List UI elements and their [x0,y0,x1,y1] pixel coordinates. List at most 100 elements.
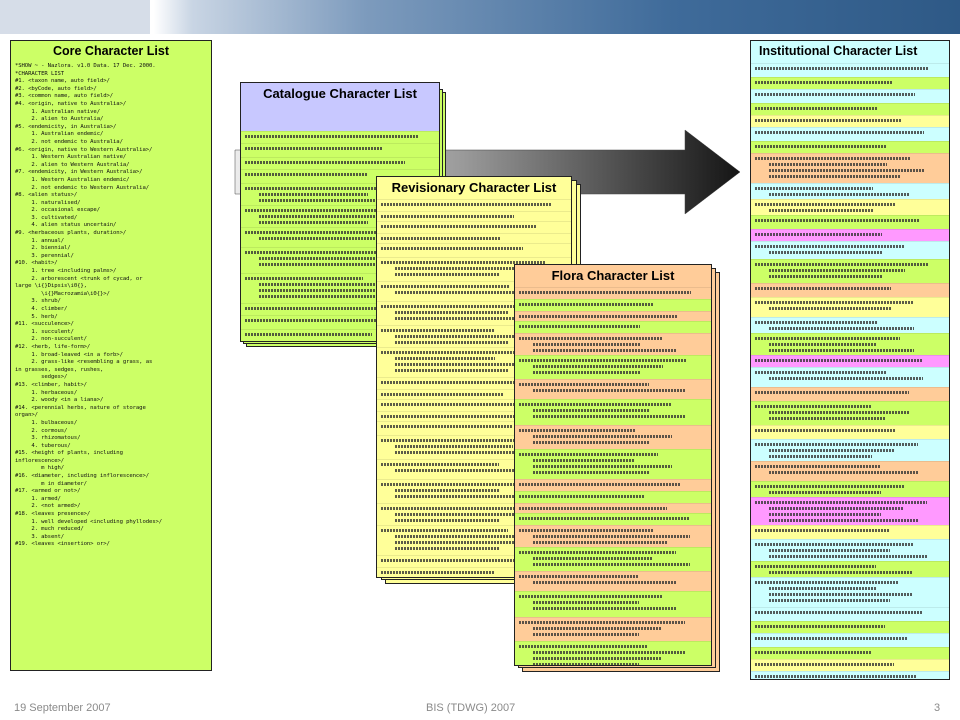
list-row [751,229,949,241]
row-glyph [533,657,662,660]
row-glyph [259,295,414,298]
core-line: 1. annual/ [15,237,65,244]
row-glyph [395,267,523,270]
row-glyph [755,675,917,678]
row-glyph [381,381,541,384]
list-row [515,571,711,591]
row-glyph [381,439,536,442]
row-glyph [769,175,901,178]
row-glyph [533,371,640,374]
row-glyph [245,147,382,150]
list-row [377,211,571,221]
footer-page-number: 3 [934,702,941,714]
row-glyph [755,501,927,504]
core-line: *SHOW ~ - Nazlora. v1.0 Data. 17 Dec. 20… [15,63,156,69]
row-glyph [533,535,690,538]
row-glyph [755,371,886,374]
row-glyph [755,391,909,394]
row-glyph [381,529,508,532]
list-row [751,525,949,539]
row-glyph [769,251,882,254]
core-line: 5. herb/ [15,313,58,320]
row-glyph [395,445,513,448]
core-line: sedges>/ [15,374,68,381]
core-line: 4. tuberous/ [15,442,71,449]
row-glyph [769,307,891,310]
list-row [751,333,949,355]
row-glyph [755,203,896,206]
row-glyph [755,67,929,70]
top-banner [0,0,960,34]
list-row [515,525,711,547]
core-line: *CHARACTER LIST [15,70,65,77]
row-glyph [381,403,527,406]
list-row [751,241,949,259]
row-glyph [755,543,913,546]
row-glyph [533,663,639,665]
row-glyph [245,135,419,138]
row-glyph [381,305,532,308]
row-glyph [755,611,922,614]
row-glyph [769,555,927,558]
footer-event: BIS (TDWG) 2007 [426,702,516,714]
row-glyph [769,417,886,420]
core-line: #15. <height of plants, including [15,450,123,457]
row-glyph [245,333,372,336]
row-glyph [395,335,532,338]
row-glyph [533,563,690,566]
row-glyph [245,319,409,322]
core-line: 1. herbaceous/ [15,389,78,396]
row-glyph [259,263,414,266]
core-line: 2. arborescent <trunk of cycad, or [15,275,143,282]
row-glyph [259,221,368,224]
core-line: organ>/ [15,412,38,419]
row-glyph [533,557,653,560]
row-glyph [769,327,914,330]
row-glyph [755,81,892,84]
row-glyph [755,359,923,362]
list-row [515,379,711,399]
row-glyph [755,637,908,640]
banner-block [0,0,150,34]
row-glyph [755,565,876,568]
institutional-title: Institutional Character List [759,44,918,58]
list-row [751,153,949,183]
row-glyph [533,651,685,654]
row-glyph [533,389,686,392]
core-line: #4. <origin, native to Australia>/ [15,100,127,107]
row-glyph [519,621,685,624]
row-glyph [755,107,878,110]
row-glyph [519,507,667,510]
list-row [751,141,949,153]
row-glyph [395,519,499,522]
row-glyph [769,169,924,172]
core-line: 1. armed/ [15,495,61,502]
row-glyph [519,483,681,486]
flora-title: Flora Character List [551,268,675,283]
core-title: Core Character List [52,44,169,58]
row-glyph [381,203,551,206]
list-row [377,233,571,243]
row-glyph [755,465,881,468]
core-line: 2. <not armed>/ [15,503,81,510]
row-glyph [755,119,901,122]
core-character-list: Core Character List *SHOW ~ - Nazlora. v… [10,40,212,671]
row-glyph [769,193,910,196]
list-row [377,221,571,233]
row-glyph [519,595,662,598]
core-line: inflorescence>/ [15,457,65,464]
row-glyph [519,315,677,318]
core-line: 2. alien to Western Australia/ [15,161,130,168]
row-glyph [519,495,644,498]
row-glyph [245,231,377,234]
core-line: 3. absent/ [15,533,65,540]
core-line: #13. <climber, habit>/ [15,381,87,388]
row-glyph [533,627,662,630]
row-glyph [755,287,891,290]
row-glyph [259,199,405,202]
core-line: 1. well developed <including phyllodes>/ [15,518,163,525]
row-glyph [395,513,522,516]
row-glyph [519,291,691,294]
core-line: 1. naturalised/ [15,199,81,206]
list-row [751,633,949,647]
